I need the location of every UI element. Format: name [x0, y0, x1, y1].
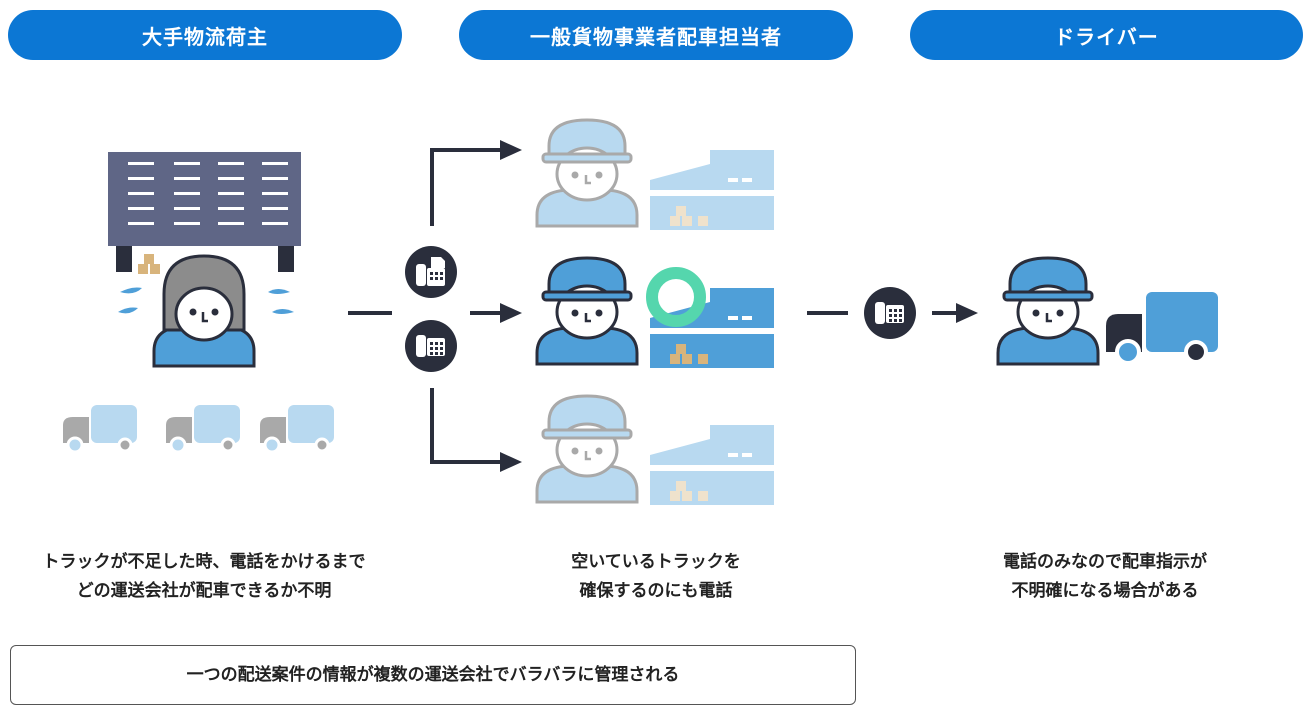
shipper-caption-line: どの運送会社が配車できるか不明 — [76, 581, 332, 601]
sweat-drops-icon — [118, 287, 294, 314]
inactive-warehouse-icon — [650, 425, 774, 505]
driver-caption: 電話のみなので配車指示が 不明確になる場合がある — [905, 548, 1303, 606]
selected-ring-icon — [646, 267, 706, 327]
inactive-dispatcher-figure — [535, 118, 639, 228]
summary-note-text: 一つの配送案件の情報が複数の運送会社でバラバラに管理される — [186, 665, 680, 685]
column-header-driver-label: ドライバー — [1054, 24, 1159, 49]
inactive-warehouse-icon — [650, 150, 774, 230]
dispatcher-caption-line: 空いているトラックを — [571, 552, 741, 572]
column-header-dispatcher: 一般貨物事業者配車担当者 — [459, 10, 853, 60]
fax-icon — [405, 246, 457, 298]
idle-truck-icon — [258, 403, 336, 454]
arrow-head-icon — [956, 303, 978, 323]
column-header-shipper: 大手物流荷主 — [8, 10, 402, 60]
delivery-truck-icon — [1106, 292, 1218, 365]
worried-shipper-figure — [152, 254, 256, 368]
idle-truck-icon — [61, 403, 139, 454]
summary-note-box: 一つの配送案件の情報が複数の運送会社でバラバラに管理される — [10, 645, 856, 705]
driver-caption-line: 電話のみなので配車指示が — [1003, 552, 1207, 572]
driver-figure — [996, 256, 1100, 366]
branch-connector — [348, 148, 500, 464]
shipper-caption: トラックが不足した時、電話をかけるまで どの運送会社が配車できるか不明 — [4, 548, 404, 606]
phone-icon — [864, 287, 916, 339]
column-header-dispatcher-label: 一般貨物事業者配車担当者 — [530, 24, 782, 49]
warehouse-rack-icon — [108, 152, 301, 274]
dispatcher-caption: 空いているトラックを 確保するのにも電話 — [456, 548, 856, 606]
phone-icon — [405, 320, 457, 372]
dispatcher-caption-line: 確保するのにも電話 — [579, 581, 733, 601]
active-warehouse-icon — [650, 288, 774, 368]
driver-caption-line: 不明確になる場合がある — [1011, 581, 1199, 601]
inactive-dispatcher-figure — [535, 394, 639, 504]
column-header-driver: ドライバー — [910, 10, 1303, 60]
column-header-shipper-label: 大手物流荷主 — [142, 24, 268, 49]
arrow-head-icon — [500, 140, 522, 472]
active-dispatcher-figure — [535, 256, 639, 366]
shipper-caption-line: トラックが不足した時、電話をかけるまで — [42, 552, 366, 572]
idle-truck-icon — [164, 403, 242, 454]
